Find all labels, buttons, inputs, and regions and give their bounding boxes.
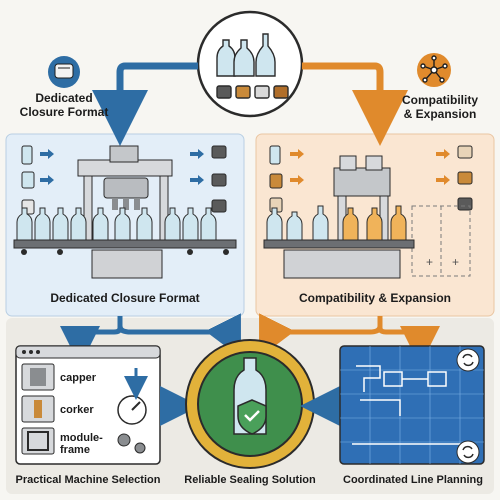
arrow-dedicated-to-solution [117,313,241,358]
bottles-and-closures-circle [196,10,304,118]
top-right-label: Compatibility & Expansion [401,93,478,121]
sync-icon [456,348,480,372]
panel-left-title: Dedicated Closure Format [50,291,200,305]
gear-icon [117,433,131,447]
dedicated-capping-machine [13,145,237,279]
gear-icon [134,442,146,454]
network-icon [417,53,451,87]
option-module-frame: module- frame [60,432,103,457]
machine-selection-window [15,345,161,465]
bottom-right-title: Coordinated Line Planning [343,474,483,486]
bottom-center-title: Reliable Sealing Solution [184,474,316,486]
bottom-left-title: Practical Machine Selection [15,474,161,486]
cap-icon [48,56,80,88]
module-frame-thumbnail [21,427,55,455]
arrow-to-dedicated [92,62,198,146]
sync-icon [456,440,480,464]
expandable-filling-line: + + [263,145,473,279]
option-capper: capper [60,372,97,384]
arrow-to-compatibility [302,62,408,146]
top-left-label: Dedicated Closure Format [19,91,109,119]
arrow-compatibility-to-planning [377,316,440,366]
svg-text:+: + [426,255,433,269]
line-planning-blueprint [339,345,485,465]
svg-text:+: + [452,255,459,269]
option-corker: corker [60,404,94,416]
panel-right-title: Compatibility & Expansion [298,291,451,305]
sealing-solution-badge [185,339,315,469]
